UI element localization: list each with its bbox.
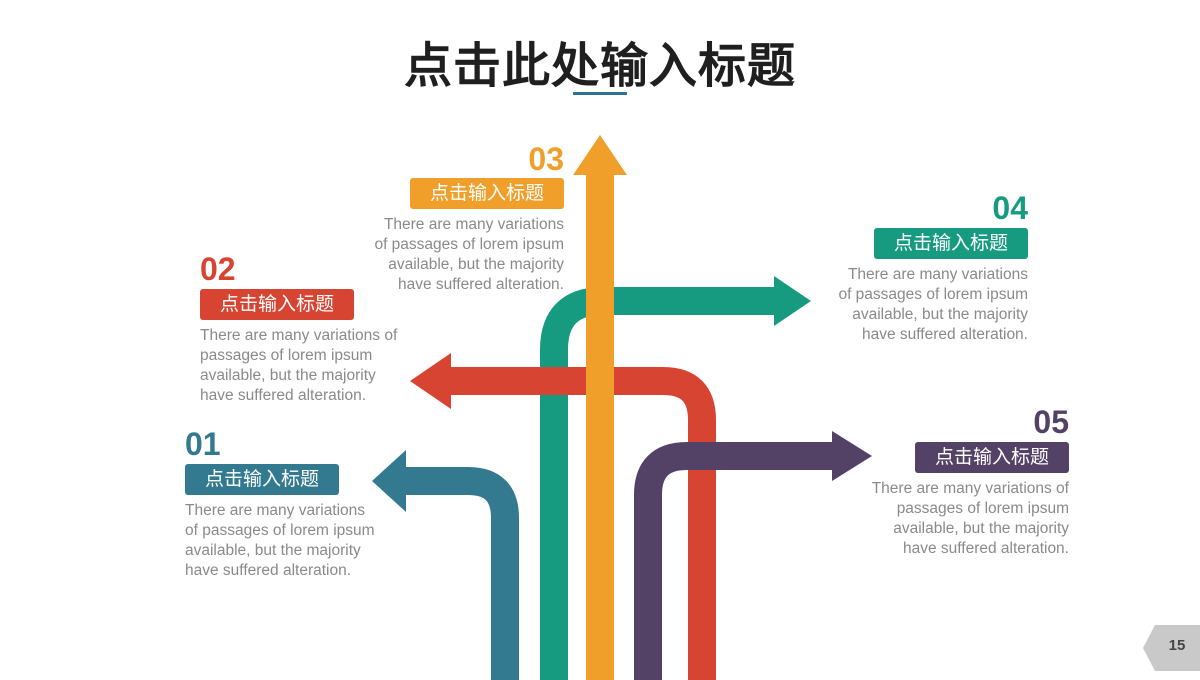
item-description: There are many variations of passages of…	[871, 480, 1069, 557]
title-underline	[573, 92, 627, 95]
item-label: 点击输入标题	[914, 442, 1069, 473]
arrow-03-head	[573, 135, 627, 175]
arrow-05-head	[832, 431, 872, 481]
item-description: There are many variations of passages of…	[185, 502, 375, 579]
arrow-02-path	[448, 367, 716, 680]
item-description: There are many variations of passages of…	[838, 266, 1028, 343]
arrow-01-head	[372, 450, 406, 512]
item-number: 03	[528, 141, 564, 177]
page-number-tab	[1143, 625, 1200, 671]
item-description: There are many variations of passages of…	[374, 216, 564, 293]
arrow-01-path	[405, 467, 519, 680]
item-04: 04 点击输入标题 There are many variations of p…	[798, 192, 1028, 345]
item-label: 点击输入标题	[200, 289, 355, 320]
item-label: 点击输入标题	[185, 464, 340, 495]
arrow-02-head	[410, 353, 451, 409]
page-number: 15	[1168, 637, 1186, 654]
arrow-05-path	[634, 442, 834, 680]
item-01: 01 点击输入标题 There are many variations of p…	[185, 428, 375, 581]
arrow-03-path	[586, 172, 614, 680]
item-03: 03 点击输入标题 There are many variations of p…	[334, 143, 564, 295]
item-02: 02 点击输入标题 There are many variations of p…	[200, 253, 397, 406]
page-title: 点击此处输入标题	[403, 38, 796, 94]
item-05: 05 点击输入标题 There are many variations of p…	[819, 406, 1069, 559]
item-label: 点击输入标题	[409, 178, 564, 209]
item-number: 02	[200, 251, 236, 287]
item-number: 05	[1033, 404, 1069, 440]
item-label: 点击输入标题	[873, 228, 1028, 259]
item-number: 01	[185, 426, 221, 462]
arrow-04-head	[774, 276, 811, 326]
item-number: 04	[992, 190, 1028, 226]
item-description: There are many variations of passages of…	[200, 327, 398, 404]
